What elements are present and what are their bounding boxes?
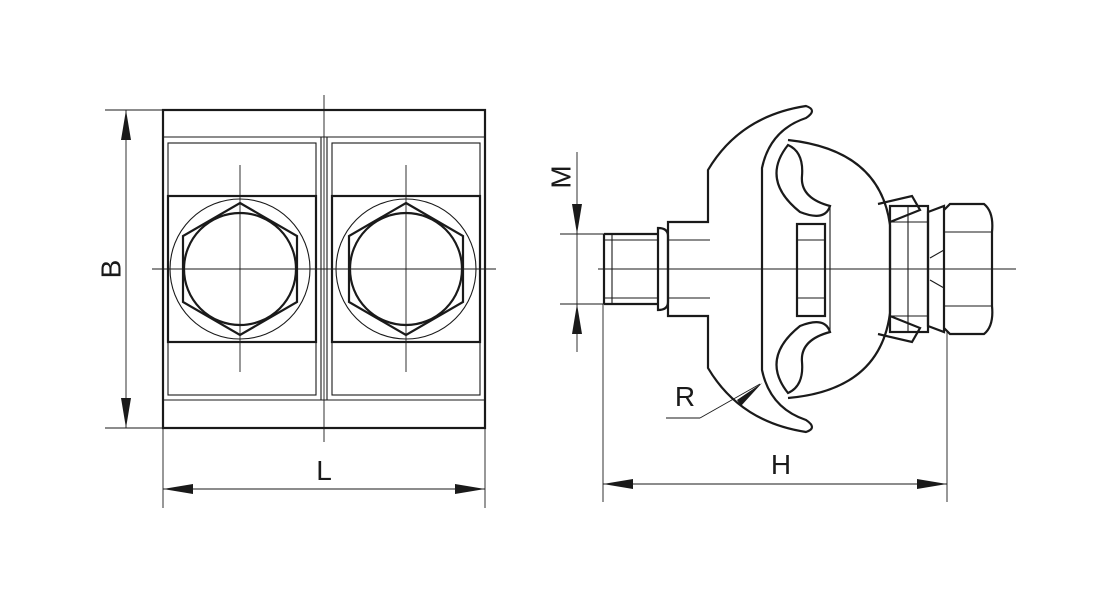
dimension-m-label: M <box>545 165 576 188</box>
side-view <box>598 104 1016 434</box>
front-view <box>152 95 496 442</box>
dimension-m <box>560 152 604 352</box>
dimension-l-label: L <box>316 455 332 486</box>
dimension-b <box>105 109 163 429</box>
dimension-b-label: B <box>95 260 126 279</box>
dimension-l <box>162 428 486 508</box>
dimension-r-label: R <box>675 381 695 412</box>
spacer-block <box>795 222 827 318</box>
cap-fin-top <box>877 194 922 224</box>
upper-groove <box>775 143 832 217</box>
jaw-body <box>666 104 814 434</box>
threaded-stud <box>602 226 710 312</box>
dimension-h-label: H <box>771 449 791 480</box>
dimension-r <box>666 383 762 419</box>
cap-fin-bottom <box>877 314 922 344</box>
dimension-h <box>602 304 948 502</box>
lower-groove <box>775 321 832 395</box>
